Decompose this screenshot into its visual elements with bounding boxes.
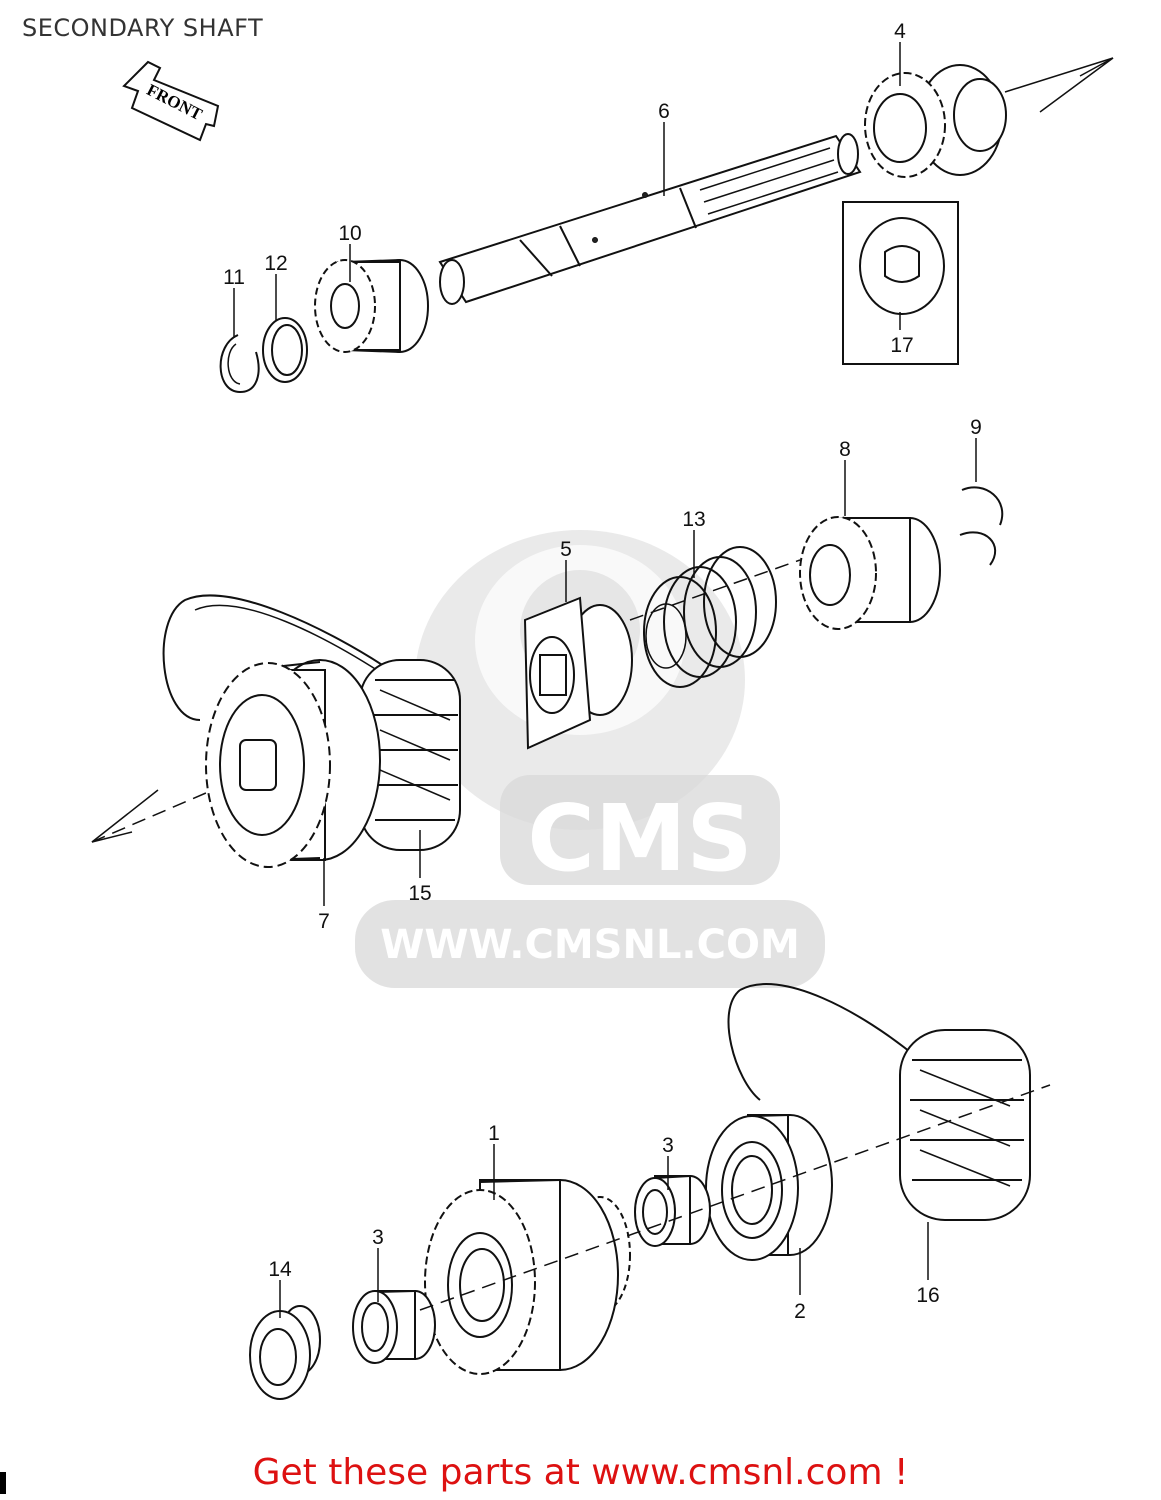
callout-12: 12 [264,252,287,275]
callout-7: 7 [318,910,330,933]
page-title: SECONDARY SHAFT [22,14,264,42]
ball-bearing-2 [705,1114,833,1261]
chain-16 [727,983,1031,1221]
promo-link[interactable]: Get these parts at www.cmsnl.com ! [252,1452,909,1493]
callout-3-right: 3 [662,1134,674,1157]
gear-8 [799,516,941,630]
sprocket-7 [205,659,381,868]
gear-1 [424,1179,631,1375]
callout-14: 14 [268,1258,292,1281]
callout-16: 16 [916,1284,939,1307]
callout-2: 2 [794,1300,806,1323]
washer-12 [262,317,308,383]
circlip-11 [219,334,260,394]
collar-14 [249,1305,321,1400]
callout-6: 6 [658,100,670,123]
callout-11: 11 [223,266,245,289]
gear-10 [314,259,429,353]
callout-8: 8 [839,438,851,461]
upper-axis-arrow [1004,57,1114,113]
watermark-url: WWW.CMSNL.COM [380,922,800,968]
watermark-brand: CMS [527,785,752,892]
callout-labels: 4 6 10 12 11 17 9 8 13 5 15 7 1 3 3 14 2… [223,20,982,1323]
circlip-9 [959,486,1004,566]
drive-sprocket [864,64,1007,178]
callout-leaders [233,42,977,1318]
spring-13 [643,546,777,688]
callout-4: 4 [894,20,906,43]
corner-mark [0,1472,6,1494]
chain-15 [162,594,461,851]
lower-axis [419,1084,1051,1311]
callout-10: 10 [338,222,361,245]
needle-bearing-3-left [352,1290,436,1364]
secondary-shaft [438,133,862,305]
callout-13: 13 [682,508,705,531]
callout-9: 9 [970,416,982,439]
front-direction-arrow: FRONT [122,60,220,142]
lock-washer-inset [842,201,959,365]
needle-bearing-3-right [634,1175,711,1247]
shifter-collar-5 [523,596,633,750]
callout-15: 15 [408,882,431,905]
middle-axis [91,559,801,843]
callout-1: 1 [488,1122,500,1145]
callout-3-left: 3 [372,1226,384,1249]
callout-17: 17 [890,334,913,357]
callout-5: 5 [560,538,572,561]
